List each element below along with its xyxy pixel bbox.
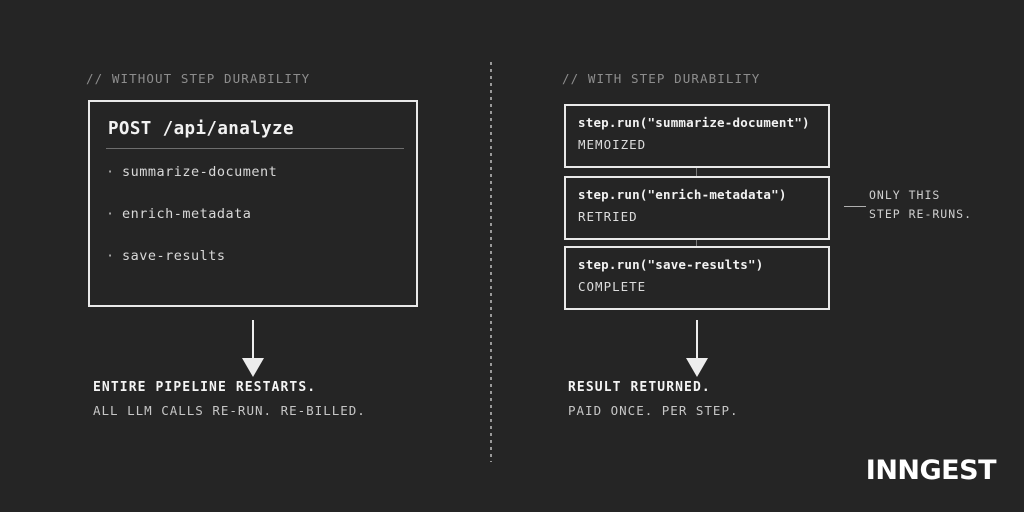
step-card-summarize-document: step.run("summarize-document") MEMOIZED	[564, 104, 830, 168]
step-call-label: step.run("save-results")	[578, 257, 764, 272]
right-column-comment: // WITH STEP DURABILITY	[562, 71, 761, 86]
arrow-head	[686, 358, 708, 377]
list-item-label: enrich-metadata	[122, 206, 252, 222]
arrow-shaft	[696, 320, 698, 360]
down-arrow-icon-left	[242, 320, 264, 377]
bullet-icon: ·	[106, 248, 115, 264]
right-outcome-headline: RESULT RETURNED.	[568, 380, 711, 395]
step-call-label: step.run("enrich-metadata")	[578, 187, 787, 202]
left-outcome-detail: ALL LLM CALLS RE-RUN. RE-BILLED.	[93, 403, 366, 418]
status-badge: MEMOIZED	[578, 137, 647, 152]
list-item: · summarize-document	[106, 164, 406, 206]
bullet-icon: ·	[106, 164, 115, 180]
step-call-label: step.run("summarize-document")	[578, 115, 810, 130]
callout-line-1: ONLY THIS	[869, 188, 941, 202]
list-item: · save-results	[106, 248, 406, 290]
retry-callout: ONLY THIS STEP RE-RUNS.	[869, 186, 972, 224]
left-column-comment: // WITHOUT STEP DURABILITY	[86, 71, 311, 86]
arrow-shaft	[252, 320, 254, 360]
monolith-step-list: · summarize-document · enrich-metadata ·…	[106, 164, 406, 290]
right-outcome-detail: PAID ONCE. PER STEP.	[568, 403, 739, 418]
monolith-endpoint-card: POST /api/analyze · summarize-document ·…	[88, 100, 418, 307]
brand-wordmark: INNGEST	[865, 455, 997, 486]
inngest-logo: INNGEST	[865, 455, 997, 486]
status-badge: COMPLETE	[578, 279, 647, 294]
callout-line-2: STEP RE-RUNS.	[869, 207, 973, 221]
step-connector	[696, 240, 697, 246]
down-arrow-icon-right	[686, 320, 708, 377]
column-divider	[490, 62, 492, 462]
bullet-icon: ·	[106, 206, 115, 222]
left-outcome-block: ENTIRE PIPELINE RESTARTS. ALL LLM CALLS …	[93, 380, 366, 418]
card-divider-rule	[106, 148, 404, 149]
list-item-label: save-results	[122, 248, 226, 264]
endpoint-title: POST /api/analyze	[108, 119, 294, 139]
step-connector	[696, 168, 697, 176]
arrow-head	[242, 358, 264, 377]
callout-leader-line	[844, 206, 866, 207]
status-badge: RETRIED	[578, 209, 638, 224]
step-card-enrich-metadata: step.run("enrich-metadata") RETRIED	[564, 176, 830, 240]
right-outcome-block: RESULT RETURNED. PAID ONCE. PER STEP.	[568, 380, 739, 418]
list-item: · enrich-metadata	[106, 206, 406, 248]
list-item-label: summarize-document	[122, 164, 278, 180]
step-card-save-results: step.run("save-results") COMPLETE	[564, 246, 830, 310]
left-outcome-headline: ENTIRE PIPELINE RESTARTS.	[93, 380, 317, 395]
